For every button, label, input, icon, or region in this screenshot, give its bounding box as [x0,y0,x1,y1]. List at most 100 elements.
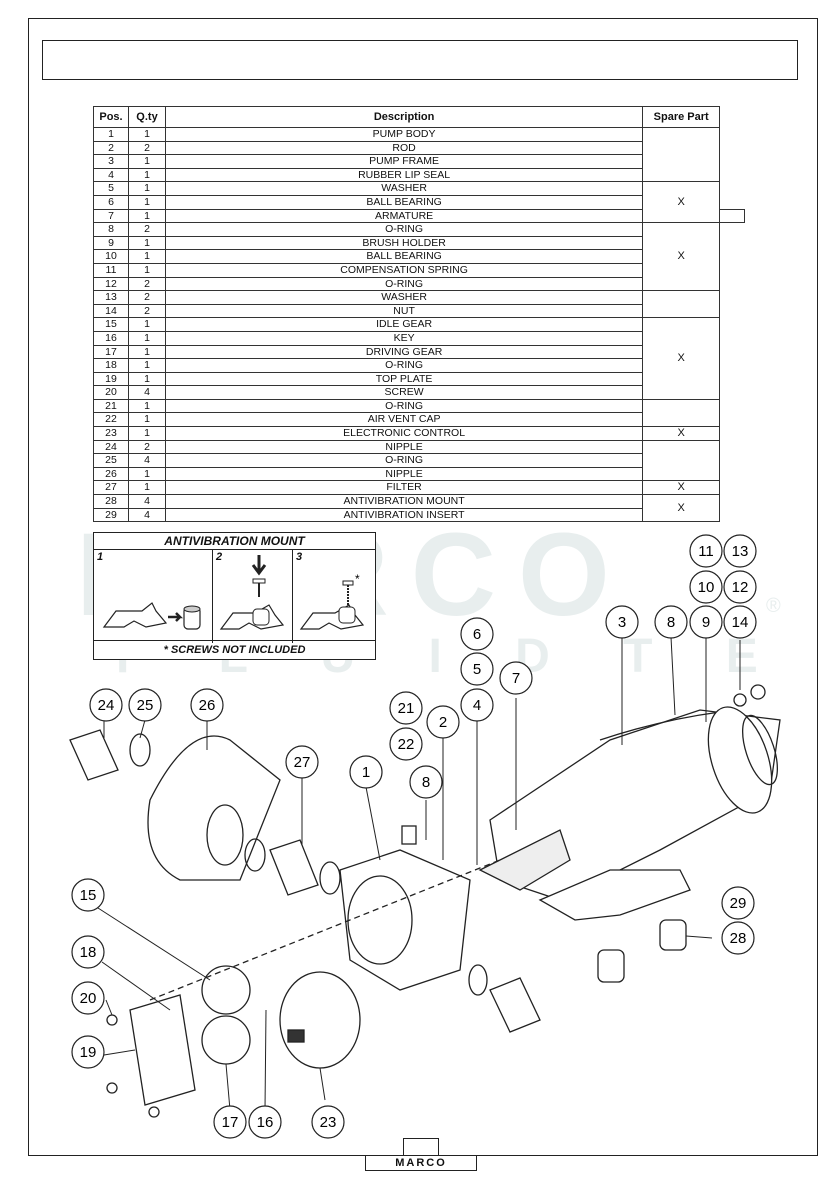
cell-description: BRUSH HOLDER [164,235,644,251]
cell-description: ROD [164,140,644,156]
cell-description: NIPPLE [164,466,644,482]
cell-qty: 1 [128,480,166,496]
cell-spare-part: X [642,480,721,496]
callout-circle [213,1105,247,1139]
air-vent-cap [401,825,417,845]
cell-qty: 2 [128,303,166,319]
cell-pos: 27 [93,480,129,496]
callout-circle [71,878,105,912]
cell-qty: 4 [128,385,166,400]
callout-number: 12 [732,579,749,596]
header-spare-part: Spare Part [642,106,721,128]
cell-pos: 15 [93,317,129,332]
cell-qty: 1 [128,181,166,196]
step-3-number: 3 [296,551,303,563]
callout-circle [389,691,423,725]
mount-a [597,949,625,983]
mount-bracket-insert-drawing [102,602,201,630]
callout-number: 24 [98,697,115,714]
pump-body-o-ring [347,875,413,965]
pump-body [339,849,471,991]
cell-pos: 13 [93,290,129,305]
cell-description: O-RING [164,453,644,468]
cell-description: FILTER [164,480,644,496]
cell-pos: 3 [93,154,129,169]
cell-description: AIR VENT CAP [164,412,644,428]
callout-circle [499,661,533,695]
cell-qty: 2 [128,140,166,156]
callout-number: 13 [732,543,749,560]
callout-circle [605,605,639,639]
callout-circle [654,605,688,639]
header-pos: Pos. [93,106,129,128]
cell-spare-part [642,398,721,428]
cell-description: DRIVING GEAR [164,344,644,360]
cell-spare-part [642,439,721,482]
cell-spare-part [642,126,721,183]
callout-circle [689,570,723,604]
cell-description: WASHER [164,181,644,196]
outlet-nipple [489,977,541,1033]
cell-description: ANTIVIBRATION MOUNT [164,494,644,509]
cell-qty: 1 [128,398,166,414]
callout-circle [426,705,460,739]
callout-circle [190,688,224,722]
callout-circle [723,534,757,568]
callout-circle [723,605,757,639]
screw-asterisk: * [355,572,360,586]
callout-circle [721,886,755,920]
cell-pos: 5 [93,181,129,196]
cell-qty: 1 [128,235,166,251]
antivibration-step-2: 2 [213,549,293,643]
cell-qty: 1 [128,208,166,224]
callout-circle [89,688,123,722]
callout-number: 22 [398,736,415,753]
antivibration-mount-box: ANTIVIBRATION MOUNT 1 2 3 * * SCREWS NOT [93,532,376,660]
title-box [42,40,798,80]
cell-spare-part: X [642,181,721,224]
cell-qty: 1 [128,330,166,346]
callout-number: 29 [730,895,747,912]
callout-circle [71,1035,105,1069]
cell-pos: 6 [93,194,129,210]
cell-description: SCREW [164,385,644,400]
cell-qty: 1 [128,317,166,332]
callout-number: 27 [294,754,311,771]
idle-gear [201,965,251,1015]
cell-description: NUT [164,303,644,319]
cell-pos: 7 [93,208,129,224]
cell-description: RUBBER LIP SEAL [164,167,644,183]
callout-number: 9 [702,614,710,631]
cell-description: COMPENSATION SPRING [164,262,644,278]
cell-spare-part: X [642,317,721,400]
cell-pos: 11 [93,262,129,278]
callout-number: 17 [222,1114,239,1131]
cell-qty: 1 [128,466,166,482]
cell-pos: 2 [93,140,129,156]
callout-circle [409,765,443,799]
callout-number: 28 [730,930,747,947]
cell-qty: 4 [128,453,166,468]
cell-pos: 21 [93,398,129,414]
callout-number: 7 [512,670,520,687]
callout-number: 1 [362,764,370,781]
step-1-number: 1 [97,551,104,563]
callout-number: 4 [473,697,481,714]
cell-description: PUMP BODY [164,127,644,142]
cell-description: NIPPLE [164,439,644,455]
footer-tab [403,1138,439,1156]
antivibration-step-1: 1 [94,549,213,643]
cell-description: WASHER [164,290,644,305]
cell-qty: 2 [128,222,166,237]
armature [478,829,571,891]
callout-number: 10 [698,579,715,596]
cell-pos: 29 [93,507,129,523]
callout-circle [349,755,383,789]
